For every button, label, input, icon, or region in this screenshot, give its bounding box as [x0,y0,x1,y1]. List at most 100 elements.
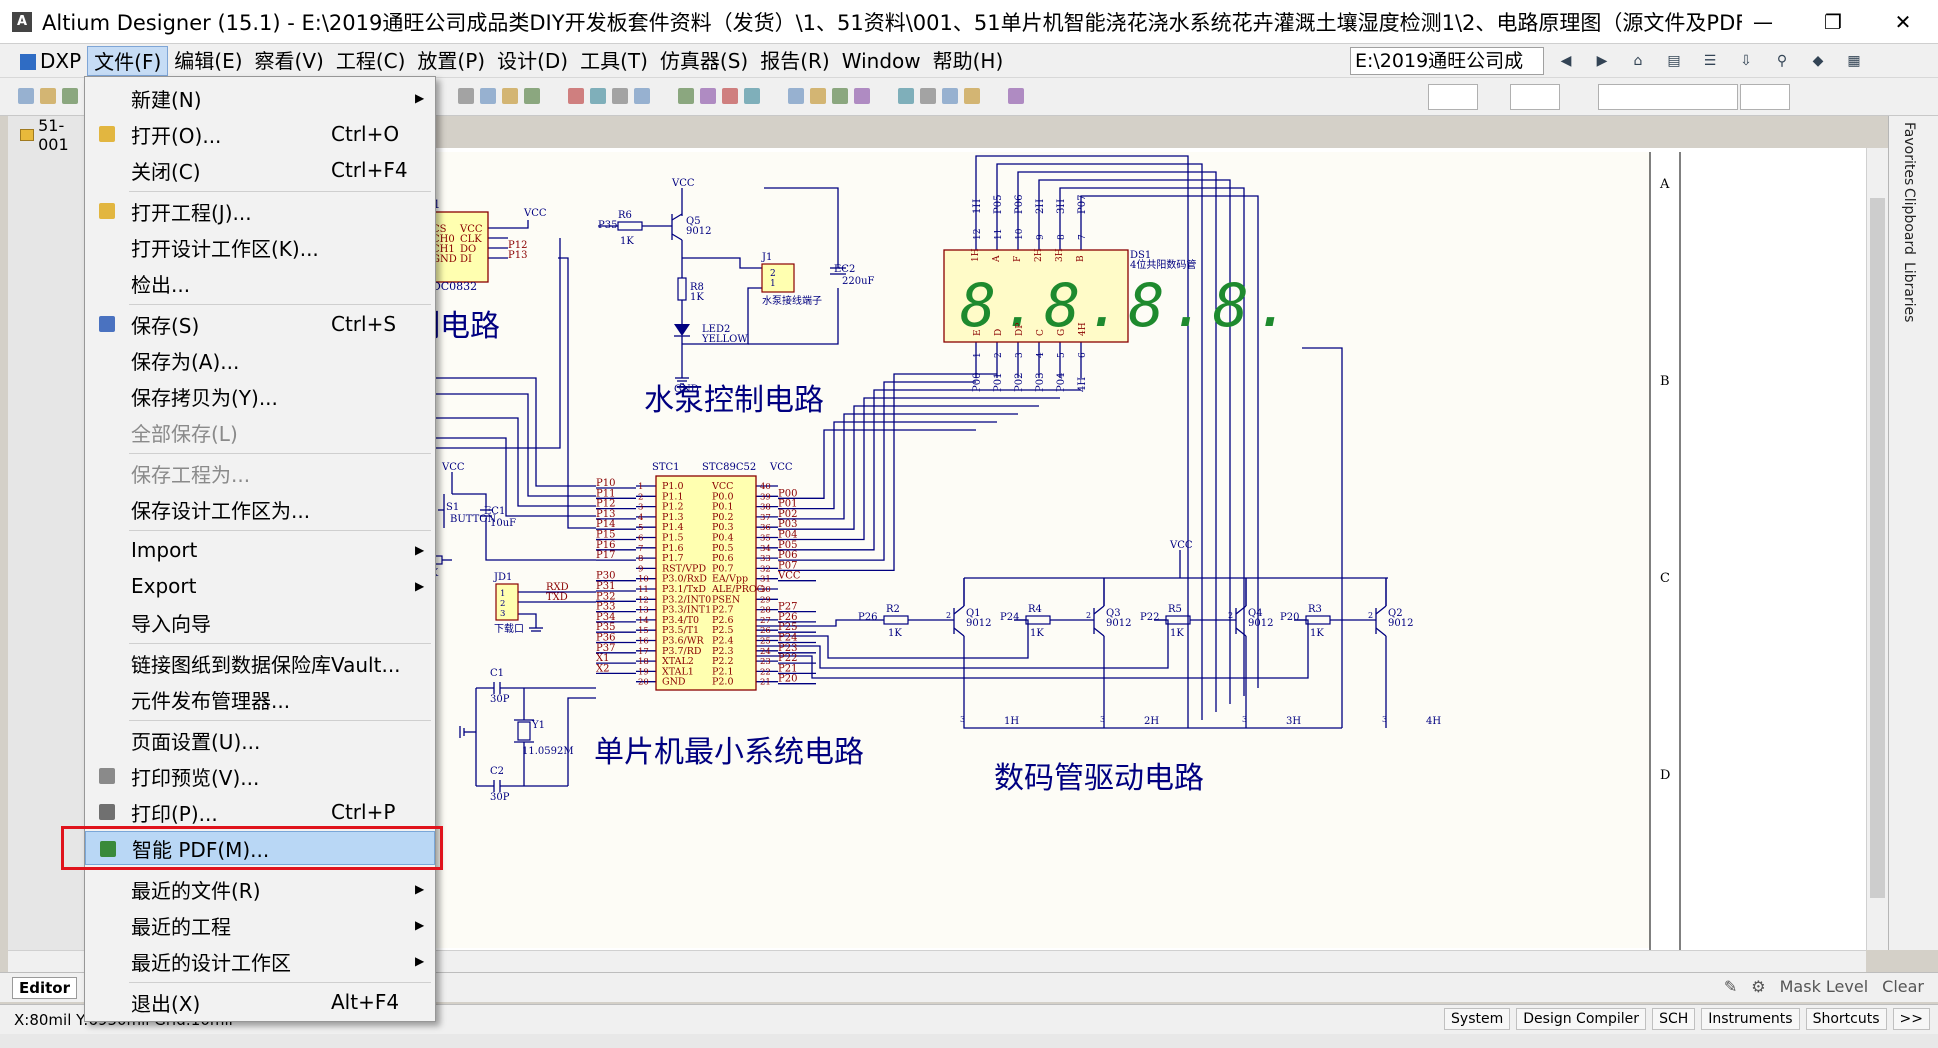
file-menu-item-23[interactable]: 最近的设计工作区▶ [85,944,435,978]
minimize-button[interactable]: — [1753,10,1773,34]
toolbar-combo-4[interactable] [1740,84,1790,110]
toolbar-tool-icon[interactable] [62,88,78,104]
toolbar-combo-3[interactable] [1598,84,1738,110]
toolbar-combo-1[interactable] [1428,84,1478,110]
toolbar-combo-2[interactable] [1510,84,1560,110]
file-menu-item-15[interactable]: 链接图纸到数据保险库Vault... [85,646,435,680]
grid-icon[interactable]: ▦ [1847,53,1861,69]
file-menu-item-3[interactable]: 打开工程(J)... [85,194,435,228]
toolbar-tool-icon[interactable] [1008,88,1024,104]
file-menu-item-0[interactable]: 新建(N)▶ [85,81,435,115]
file-menu-item-2[interactable]: 关闭(C)Ctrl+F4 [85,153,435,187]
pin-icon[interactable]: ⚲ [1776,53,1788,69]
toolbar-tool-icon[interactable] [678,88,694,104]
instruments-panel-button[interactable]: Instruments [1701,1008,1800,1030]
file-menu-item-7[interactable]: 保存为(A)... [85,343,435,377]
toolbar-tool-icon[interactable] [766,88,782,104]
back-icon[interactable]: ◀ [1560,53,1572,69]
file-menu-item-6[interactable]: 保存(S)Ctrl+S [85,307,435,341]
menu-place[interactable]: 放置(P) [417,48,486,73]
more-panels-button[interactable]: >> [1892,1008,1930,1030]
vertical-scroll-thumb[interactable] [1870,198,1885,898]
restore-button[interactable]: ❐ [1824,10,1842,34]
sch-panel-button[interactable]: SCH [1652,1008,1696,1030]
menu-edit[interactable]: 编辑(E) [174,48,243,73]
toolbar-tool-icon[interactable] [40,88,56,104]
file-menu-item-13[interactable]: Export▶ [85,569,435,603]
brush-icon[interactable]: ✎ [1723,977,1738,996]
close-button[interactable]: ✕ [1894,10,1912,34]
editor-label[interactable]: Editor [12,977,77,999]
toolbar-tool-icon[interactable] [722,88,738,104]
toolbar-tool-icon[interactable] [964,88,980,104]
menu-dxp[interactable]: DXP [14,46,87,76]
chart-icon[interactable]: ▤ [1667,53,1681,69]
menu-view[interactable]: 察看(V) [254,48,324,73]
toolbar-tool-icon[interactable] [788,88,804,104]
toolbar-tool-icon[interactable] [458,88,474,104]
libraries-tab[interactable]: Libraries [1901,262,1917,323]
file-menu-item-18[interactable]: 打印预览(V)... [85,759,435,793]
file-menu-item-24[interactable]: 退出(X)Alt+F4 [85,985,435,1019]
menu-project[interactable]: 工程(C) [335,48,406,73]
path-combo[interactable]: E:\2019通旺公司成 [1350,47,1544,75]
toolbar-tool-icon[interactable] [942,88,958,104]
toolbar-tool-icon[interactable] [590,88,606,104]
menu-help[interactable]: 帮助(H) [932,48,1004,73]
document-tab[interactable]: 51-001 [20,116,87,154]
toolbar-tool-icon[interactable] [480,88,496,104]
file-menu-item-4[interactable]: 打开设计工作区(K)... [85,230,435,264]
menu-window[interactable]: Window [841,48,921,73]
file-menu-item-22[interactable]: 最近的工程▶ [85,908,435,942]
file-menu-item-16[interactable]: 元件发布管理器... [85,682,435,716]
file-menu-item-8[interactable]: 保存拷贝为(Y)... [85,379,435,413]
toolbar-tool-icon[interactable] [524,88,540,104]
toolbar-tool-icon[interactable] [568,88,584,104]
toolbar-tool-icon[interactable] [898,88,914,104]
list-icon[interactable]: ☰ [1703,53,1717,69]
file-menu-item-1[interactable]: 打开(O)...Ctrl+O [85,117,435,151]
forward-icon[interactable]: ▶ [1596,53,1608,69]
toolbar-tool-icon[interactable] [832,88,848,104]
favorites-tab[interactable]: Favorites [1901,122,1917,186]
download-icon[interactable]: ⇩ [1740,53,1752,69]
file-menu-item-5[interactable]: 检出... [85,266,435,300]
horizontal-scrollbar[interactable] [8,950,1866,972]
toolbar-tool-icon[interactable] [656,88,672,104]
toolbar-tool-icon[interactable] [920,88,936,104]
menu-tools[interactable]: 工具(T) [580,48,648,73]
design-compiler-panel-button[interactable]: Design Compiler [1516,1008,1647,1030]
altium-app-icon[interactable]: A [12,11,32,32]
mask-level-button[interactable]: Mask Level [1779,977,1869,996]
clipboard-tab[interactable]: Clipboard [1901,188,1917,255]
menu-reports[interactable]: 报告(R) [760,48,830,73]
menu-file[interactable]: 文件(F) [87,45,169,76]
shortcuts-panel-button[interactable]: Shortcuts [1805,1008,1887,1030]
diamond-icon[interactable]: ◆ [1812,53,1824,69]
toolbar-tool-icon[interactable] [18,88,34,104]
file-menu-item-14[interactable]: 导入向导 [85,605,435,639]
toolbar-tool-icon[interactable] [546,88,562,104]
menu-design[interactable]: 设计(D) [497,48,569,73]
clear-button[interactable]: Clear [1882,977,1924,996]
toolbar-tool-icon[interactable] [854,88,870,104]
file-menu-item-12[interactable]: Import▶ [85,533,435,567]
menu-simulator[interactable]: 仿真器(S) [659,48,749,73]
file-menu-item-19[interactable]: 打印(P)...Ctrl+P [85,795,435,829]
toolbar-tool-icon[interactable] [612,88,628,104]
file-menu-item-20[interactable]: 智能 PDF(M)... [85,831,435,865]
toolbar-tool-icon[interactable] [876,88,892,104]
toolbar-tool-icon[interactable] [700,88,716,104]
toolbar-tool-icon[interactable] [810,88,826,104]
file-menu-item-21[interactable]: 最近的文件(R)▶ [85,872,435,906]
file-menu-item-11[interactable]: 保存设计工作区为... [85,492,435,526]
home-icon[interactable]: ⌂ [1633,53,1643,69]
toolbar-tool-icon[interactable] [502,88,518,104]
filter-icon[interactable]: ⚙ [1751,977,1766,996]
toolbar-tool-icon[interactable] [436,88,452,104]
system-panel-button[interactable]: System [1444,1008,1511,1030]
toolbar-tool-icon[interactable] [744,88,760,104]
toolbar-tool-icon[interactable] [634,88,650,104]
toolbar-tool-icon[interactable] [986,88,1002,104]
file-menu-item-17[interactable]: 页面设置(U)... [85,723,435,757]
